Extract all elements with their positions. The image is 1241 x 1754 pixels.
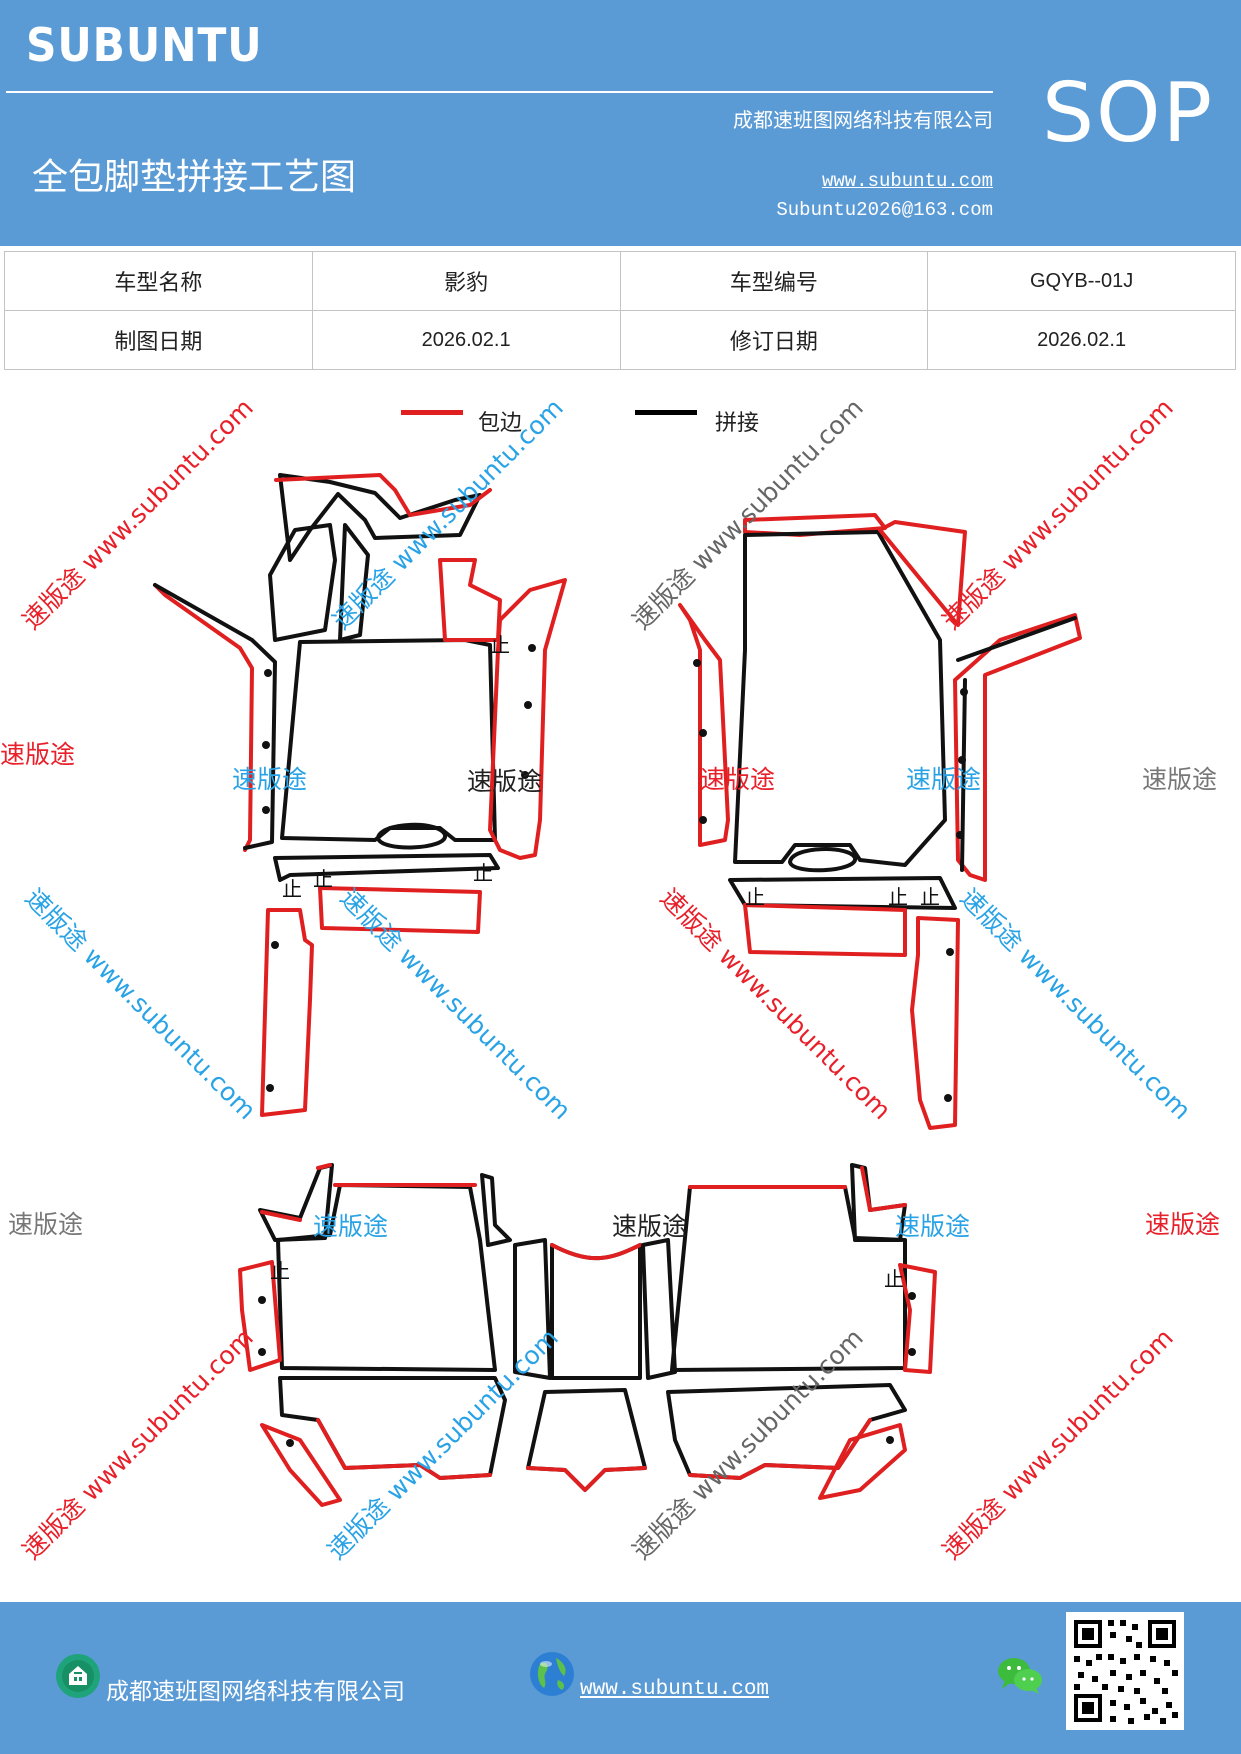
rear-right-bottom-edge <box>688 1418 872 1480</box>
lower-left-strip <box>260 908 314 1117</box>
stop-mark: 止 <box>745 885 765 909</box>
rear-center-bottom <box>526 1388 647 1492</box>
bottom-pad-rect <box>318 886 482 934</box>
draw-date-value: 2026.02.1 <box>311 310 621 370</box>
wechat-icon[interactable] <box>996 1654 1044 1696</box>
header-divider <box>6 91 993 93</box>
left-edge-strip-inner <box>153 583 277 850</box>
edge-legend-label: 包边 <box>478 411 523 436</box>
stop-mark: 止 <box>884 1267 904 1291</box>
table-row: 制图日期 2026.02.1 修订日期 2026.02.1 <box>4 310 1236 370</box>
table-row: 车型名称 影豹 车型编号 GQYB--01J <box>4 251 1236 311</box>
footer-website-link[interactable]: www.subuntu.com <box>580 1678 770 1701</box>
splice-legend-swatch <box>635 410 697 415</box>
building-icon <box>56 1654 100 1698</box>
model-name-value: 影豹 <box>311 251 621 311</box>
globe-icon <box>530 1652 574 1696</box>
model-code-label: 车型编号 <box>619 251 929 311</box>
info-table: 车型名称 影豹 车型编号 GQYB--01J 制图日期 2026.02.1 修订… <box>4 251 1236 370</box>
rear-center-right-strip <box>641 1238 677 1380</box>
model-name-label: 车型名称 <box>4 251 313 311</box>
bottom-pad-right <box>743 903 907 957</box>
right-top-triangle <box>878 520 967 627</box>
rear-center-top <box>513 1238 552 1380</box>
stop-mark: 止 <box>920 885 940 909</box>
revise-date-value: 2026.02.1 <box>927 310 1236 370</box>
left-side-strip-right <box>678 603 730 847</box>
brand-logo-text: SUBUNTU <box>26 18 263 72</box>
rear-center-piece <box>550 1243 642 1380</box>
stop-mark: 止 <box>490 633 510 657</box>
model-code-value: GQYB--01J <box>927 251 1236 311</box>
footer-banner: 成都速班图网络科技有限公司 www.subuntu.com <box>0 1602 1241 1754</box>
rear-right-top-flap <box>850 1163 907 1242</box>
company-name: 成都速班图网络科技有限公司 <box>733 108 993 132</box>
rear-center-bottom-edge <box>526 1466 647 1492</box>
right-edge-strip-inner <box>956 616 1077 872</box>
sop-badge: SOP <box>1042 66 1215 161</box>
lower-right-strip <box>910 916 960 1130</box>
rear-right-flap-edge <box>860 1166 907 1212</box>
rear-left-flap-edge <box>260 1163 332 1222</box>
rivet-dots-rear <box>258 1292 916 1447</box>
rear-center-top-edge <box>550 1243 642 1261</box>
heel-ellipse-right <box>788 847 857 873</box>
rivet-dots-right <box>693 659 968 1102</box>
right-side-strip <box>488 578 567 860</box>
rear-right-side <box>898 1263 937 1374</box>
stop-mark: 止 <box>473 861 493 885</box>
rear-right-main <box>670 1185 907 1372</box>
rear-right-corner <box>818 1423 907 1500</box>
stop-marks: 止 止 止 止 止 止 止 止 止 <box>270 633 940 1291</box>
stop-mark: 止 <box>313 867 333 891</box>
center-mat-front-left <box>280 638 497 842</box>
stop-mark: 止 <box>888 885 908 909</box>
header-banner: SUBUNTU 成都速班图网络科技有限公司 全包脚垫拼接工艺图 www.subu… <box>0 0 1241 246</box>
document-title: 全包脚垫拼接工艺图 <box>32 157 357 198</box>
right-top-flap <box>438 558 502 642</box>
top-pedal-edge <box>274 473 492 517</box>
stop-mark: 止 <box>270 1259 290 1283</box>
footer-company: 成都速班图网络科技有限公司 <box>106 1679 405 1705</box>
email-address: Subuntu2026@163.com <box>776 199 993 221</box>
rear-left-bottom-edge <box>316 1418 492 1480</box>
rear-left-top-flap <box>258 1163 334 1242</box>
rivet-dots <box>262 644 536 1092</box>
rear-left-main <box>276 1183 497 1372</box>
edge-legend-swatch <box>401 410 463 415</box>
floor-mat-splice-diagram: 止 止 止 止 止 止 止 止 止 <box>153 473 1082 1507</box>
bottom-cross-strip <box>273 853 500 882</box>
center-mat-front-right <box>733 530 947 867</box>
side-strip-left <box>338 523 370 642</box>
qr-code <box>1066 1612 1184 1730</box>
bottom-cross-strip-right <box>728 876 957 910</box>
rear-left-right-flap <box>480 1173 512 1247</box>
heel-pad-piece <box>268 523 337 642</box>
website-link[interactable]: www.subuntu.com <box>821 170 993 192</box>
draw-date-label: 制图日期 <box>4 310 313 370</box>
splice-legend-label: 拼接 <box>715 411 760 436</box>
rear-mat-set <box>238 1163 937 1507</box>
stop-mark: 止 <box>282 877 302 901</box>
heel-ellipse <box>376 822 447 850</box>
left-edge-strip <box>153 583 254 852</box>
rear-left-corner <box>260 1423 342 1507</box>
revise-date-label: 修订日期 <box>619 310 929 370</box>
rear-left-side <box>238 1260 282 1372</box>
front-right-mat-set <box>678 513 1082 1130</box>
top-pedal-piece <box>278 473 482 562</box>
front-left-mat-set <box>153 473 567 1117</box>
